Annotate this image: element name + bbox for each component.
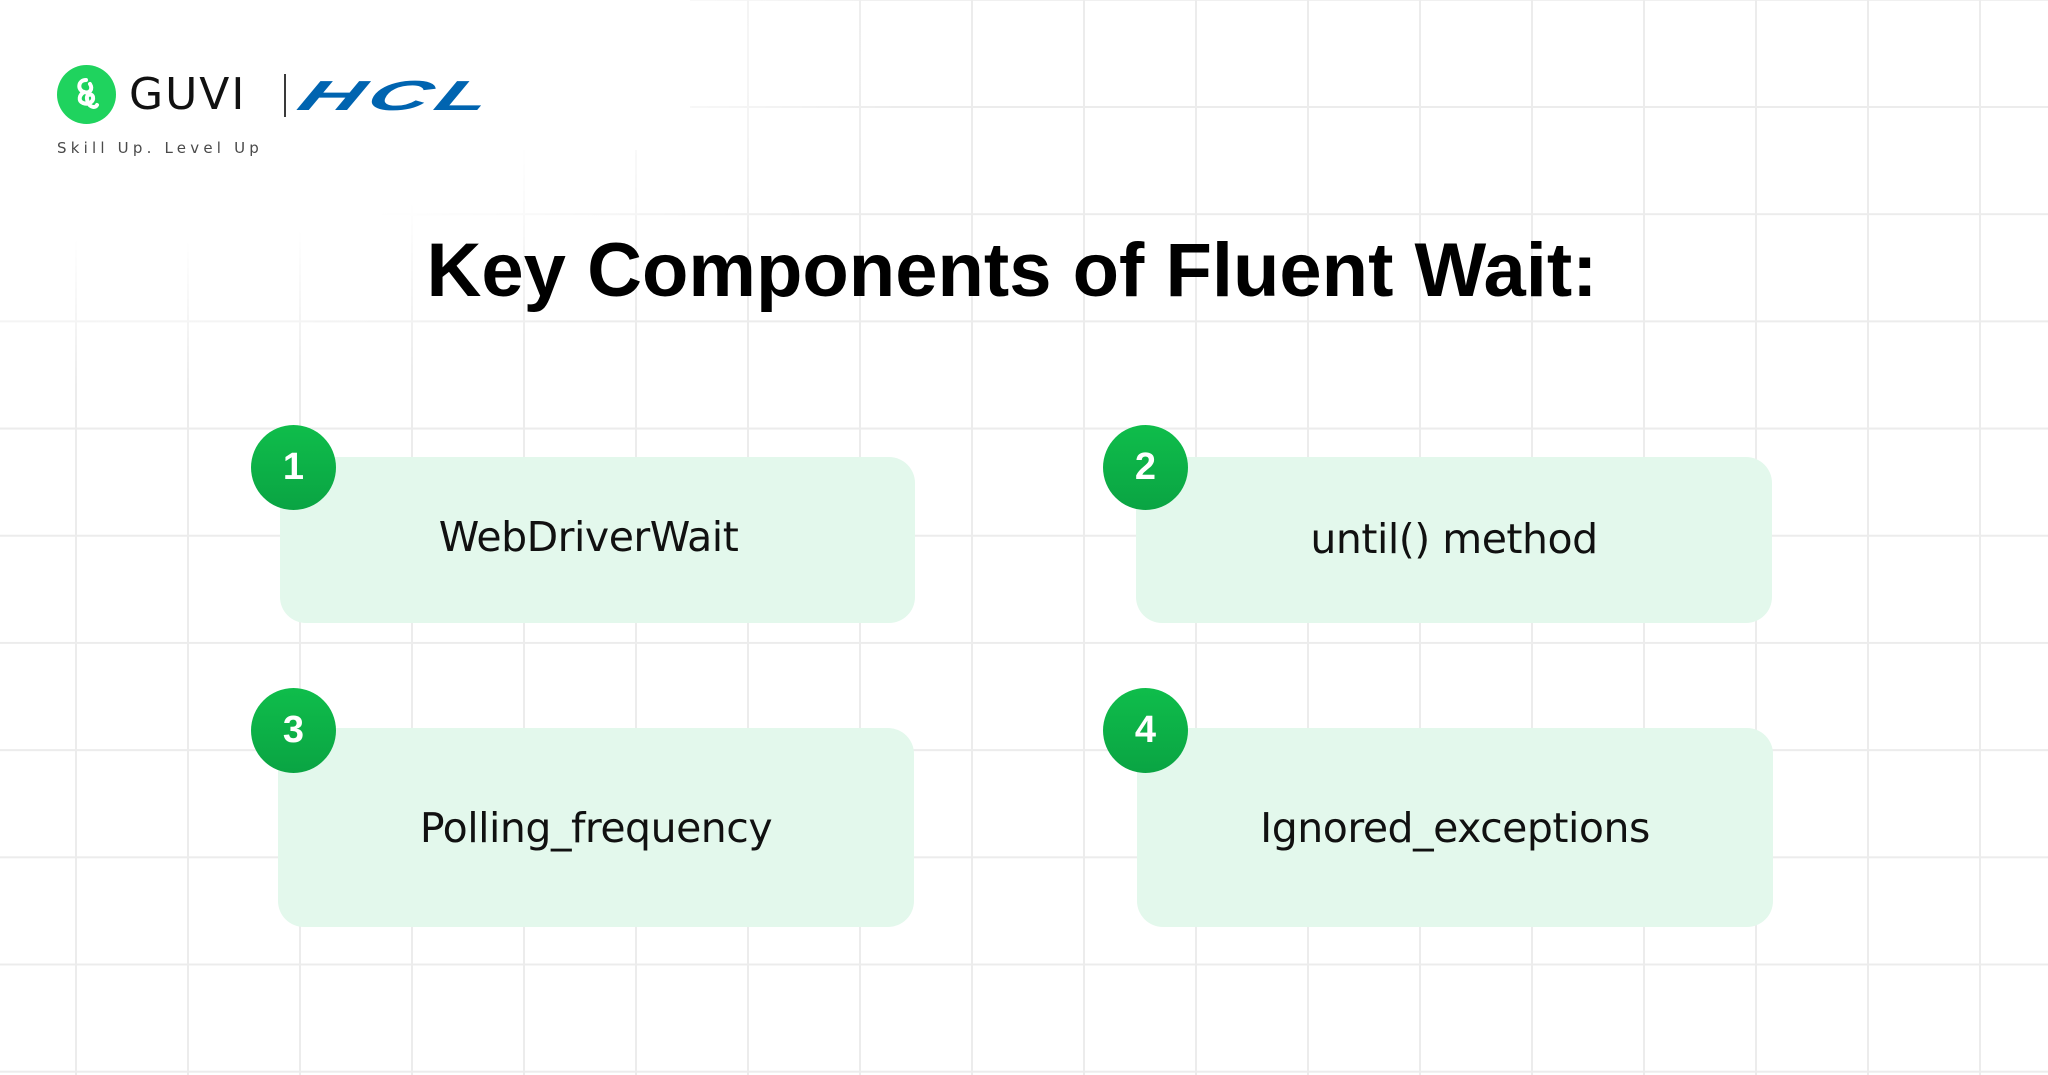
logo-backdrop (0, 0, 690, 150)
hcl-wordmark: HCL (290, 72, 507, 119)
guvi-wordmark: GUVI (129, 69, 247, 120)
badge-number: 2 (1134, 446, 1157, 488)
number-badge-2: 2 (1103, 425, 1188, 510)
brand-tagline: Skill Up. Level Up (57, 139, 263, 157)
component-card-2: until() method (1136, 457, 1772, 623)
logo-divider (284, 74, 286, 117)
guvi-logo-icon (57, 65, 116, 124)
component-card-4: Ignored_exceptions (1137, 728, 1773, 927)
number-badge-3: 3 (251, 688, 336, 773)
component-card-1: WebDriverWait (280, 457, 915, 623)
guvi-loop-icon (77, 78, 99, 109)
number-badge-4: 4 (1103, 688, 1188, 773)
badge-number: 3 (282, 709, 305, 751)
component-label: Polling_frequency (419, 803, 773, 852)
badge-number: 4 (1134, 709, 1157, 751)
component-label: Ignored_exceptions (1260, 803, 1650, 852)
brand-logo: GUVI HCL Skill Up. Level Up (57, 65, 547, 165)
badge-number: 1 (282, 446, 305, 488)
component-card-3: Polling_frequency (278, 728, 914, 927)
component-label: WebDriverWait (438, 513, 739, 561)
component-label: until() method (1310, 515, 1598, 563)
page-title: Key Components of Fluent Wait: (426, 228, 1598, 313)
number-badge-1: 1 (251, 425, 336, 510)
